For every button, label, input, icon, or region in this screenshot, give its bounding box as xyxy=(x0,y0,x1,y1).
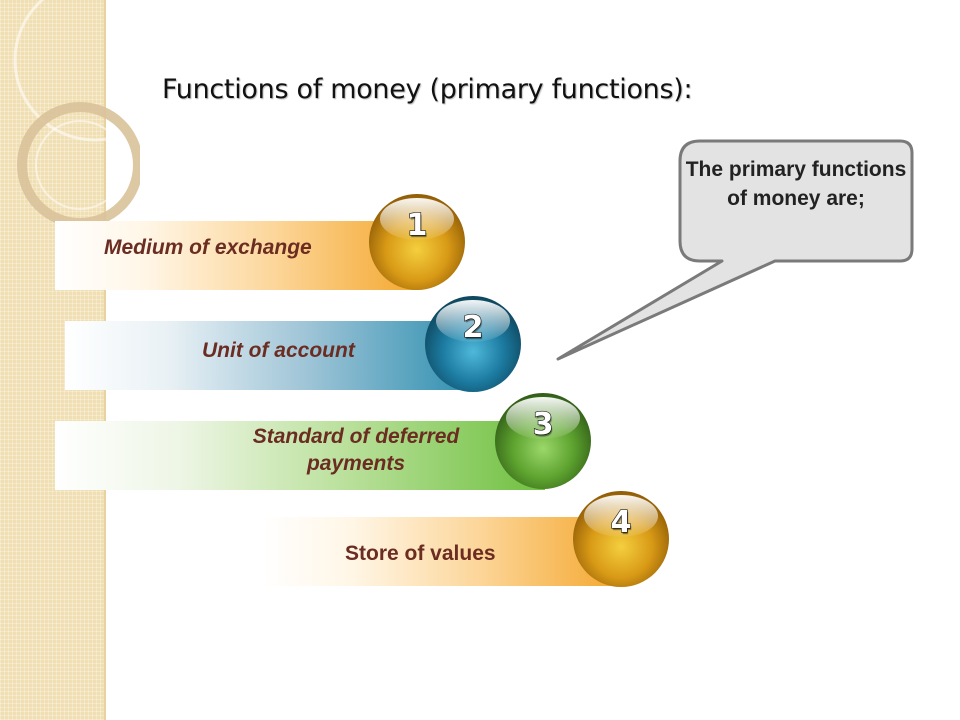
function-bar-3 xyxy=(55,421,545,490)
number-2: 2 xyxy=(462,309,484,345)
function-bar-1 xyxy=(55,221,420,290)
function-label-store-of-values: Store of values xyxy=(345,542,496,565)
number-ball-3: 3 xyxy=(495,393,591,489)
number-ball-4: 4 xyxy=(573,491,669,587)
number-4: 4 xyxy=(610,504,632,540)
function-label-medium-of-exchange: Medium of exchange xyxy=(104,236,312,259)
function-bar-2 xyxy=(65,321,475,390)
callout-text: The primary functions of money are; xyxy=(685,158,907,210)
number-1: 1 xyxy=(406,207,428,243)
slide-title: Functions of money (primary functions): xyxy=(162,74,693,105)
callout-bubble xyxy=(556,139,914,361)
number-ball-1: 1 xyxy=(369,194,465,290)
number-ball-2: 2 xyxy=(425,296,521,392)
function-bar-4 xyxy=(262,517,622,586)
function-label-unit-of-account: Unit of account xyxy=(202,339,355,362)
function-label-standard-of-deferred-payments: Standard of deferred payments xyxy=(252,425,460,475)
number-3: 3 xyxy=(532,406,554,442)
